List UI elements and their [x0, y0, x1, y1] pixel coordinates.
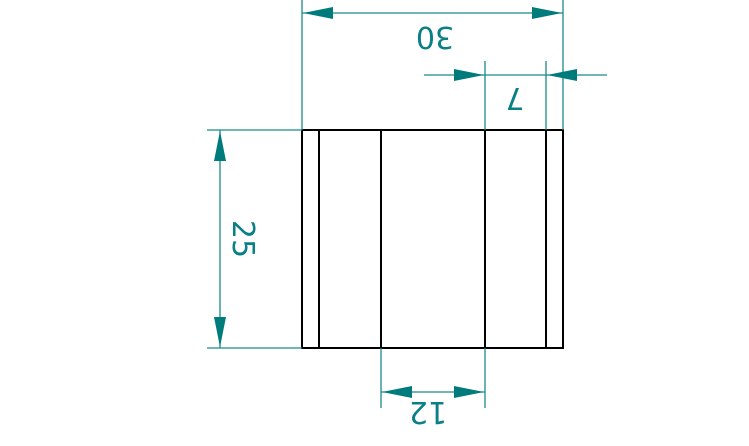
arrow-icon	[454, 386, 484, 398]
dimension-height: 25	[207, 129, 302, 349]
dimension-overall-width: 30	[301, 0, 564, 130]
part-outline	[301, 129, 564, 349]
arrow-icon	[547, 69, 577, 81]
arrow-icon	[214, 131, 226, 161]
arrow-icon	[454, 69, 484, 81]
dimension-label: 25	[225, 220, 260, 258]
dimension-label: 12	[409, 394, 447, 429]
part-body	[301, 129, 564, 349]
arrow-icon	[532, 7, 562, 19]
dimension-label: 30	[416, 19, 454, 54]
dimension-middle-segment: 12	[380, 348, 486, 429]
arrow-icon	[382, 386, 412, 398]
dimension-right-segment: 7	[424, 61, 607, 130]
dimension-label: 7	[505, 80, 524, 115]
arrow-icon	[214, 317, 226, 347]
arrow-icon	[303, 7, 333, 19]
